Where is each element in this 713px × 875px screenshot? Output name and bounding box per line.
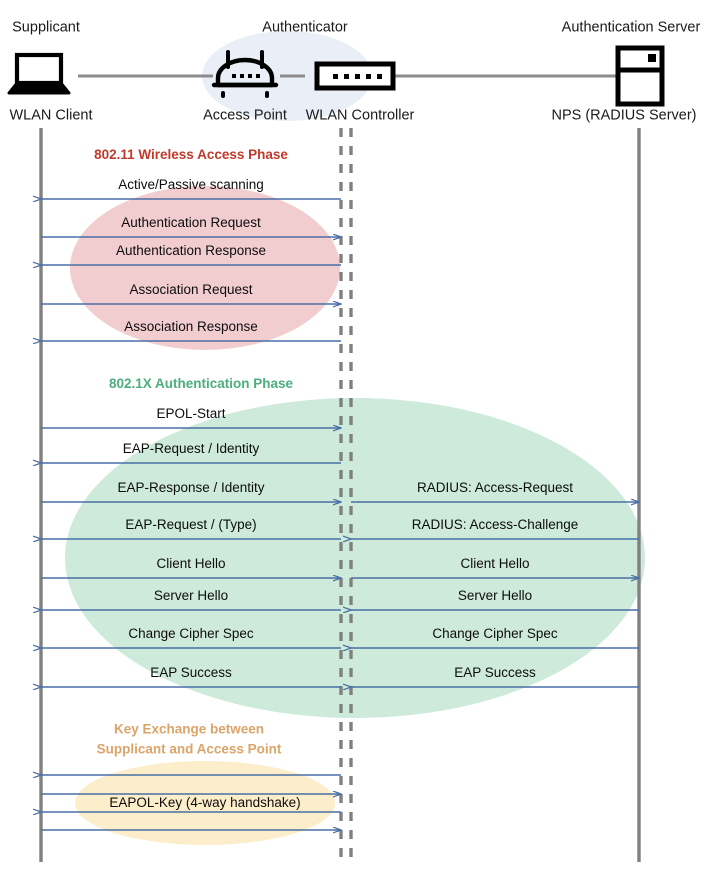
message-label: RADIUS: Access-Request (416, 480, 574, 496)
message-label: EAP Success (150, 665, 232, 681)
message-label: RADIUS: Access-Challenge (411, 517, 579, 533)
server-tower-icon (615, 45, 665, 107)
phase-label-dot1x-auth: 802.1X Authentication Phase (108, 376, 294, 392)
message-label: EAP Success (454, 665, 536, 681)
actor-device-access-point: Access Point (203, 107, 287, 124)
message-label: Client Hello (460, 556, 530, 572)
message-label: Server Hello (153, 588, 229, 604)
message-label: Change Cipher Spec (128, 626, 254, 642)
laptop-icon (7, 52, 71, 95)
key-exchange-message-label: EAPOL-Key (4-way handshake) (109, 795, 301, 811)
message-arrows-right (351, 502, 639, 687)
message-label: EPOL-Start (156, 406, 226, 422)
actor-role-supplicant: Supplicant (12, 19, 80, 36)
message-label: EAP-Request / Identity (122, 441, 260, 457)
message-arrows-left (41, 199, 341, 830)
actor-role-auth-server: Authentication Server (561, 19, 701, 36)
phase-label-key-exchange-line1: Key Exchange between (113, 721, 265, 737)
phase-ellipse-wireless-access (70, 186, 340, 350)
message-label: Server Hello (457, 588, 533, 604)
message-label: Active/Passive scanning (118, 177, 264, 193)
message-label: Association Response (124, 319, 258, 335)
message-label: Authentication Response (115, 243, 267, 259)
wireless-router-icon (211, 50, 279, 98)
message-label: Authentication Request (121, 215, 261, 231)
message-label: Change Cipher Spec (432, 626, 558, 642)
phase-label-key-exchange-line2: Supplicant and Access Point (96, 741, 282, 756)
actor-device-nps: NPS (RADIUS Server) (551, 107, 697, 124)
phase-label-key-exchange: Key Exchange between Supplicant and Acce… (97, 719, 282, 758)
network-controller-icon (314, 61, 396, 91)
message-label: EAP-Response / Identity (117, 480, 265, 496)
phase-ellipse-dot1x-auth (65, 398, 645, 718)
actor-role-authenticator: Authenticator (262, 19, 348, 36)
message-label: Association Request (129, 282, 253, 298)
phase-ellipse-key-exchange (75, 761, 335, 845)
actor-device-wlan-controller: WLAN Controller (305, 107, 415, 124)
actor-device-wlan-client: WLAN Client (9, 107, 93, 124)
phase-label-wireless-access: 802.11 Wireless Access Phase (94, 147, 288, 163)
message-label: EAP-Request / (Type) (125, 517, 257, 533)
message-label: Client Hello (156, 556, 226, 572)
